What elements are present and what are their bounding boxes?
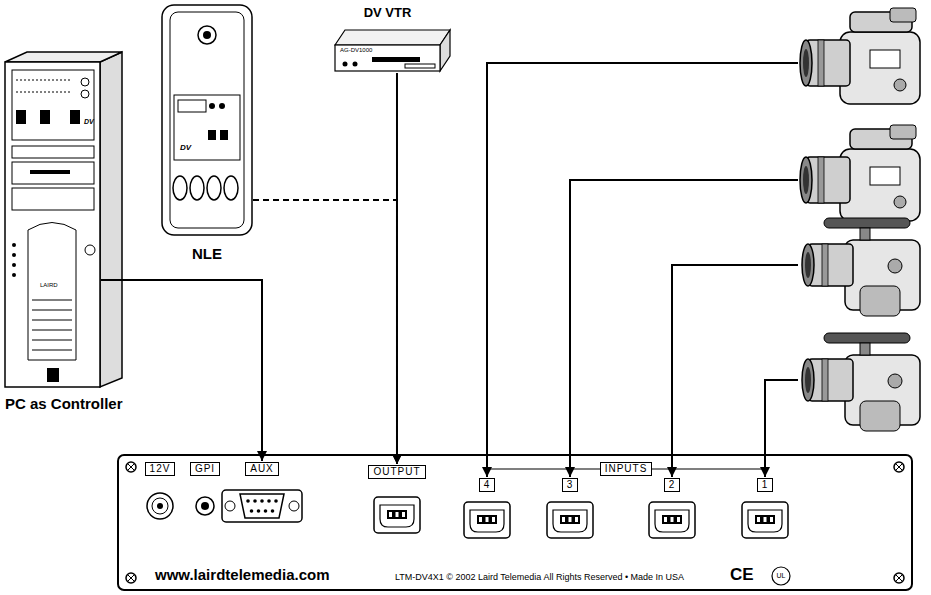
port-label: 2	[664, 478, 681, 492]
device-label: NLE	[192, 245, 222, 262]
port-name: 2	[669, 479, 676, 491]
camera-cable	[672, 265, 798, 477]
port-name: 12V	[150, 463, 171, 475]
switcher-panel: 12V GPI AUX OUTPUT 4 3 2 1 www.lairdtelemedia.co…	[118, 455, 912, 590]
camera-cable	[570, 180, 798, 477]
port-label: OUTPUT	[368, 465, 425, 479]
dv-logo: DV	[180, 144, 191, 153]
port-label: 1	[757, 478, 774, 492]
cable	[101, 280, 262, 461]
copyright-line: LTM-DV4X1 © 2002 Laird Telemedia All Rig…	[395, 572, 684, 582]
switcher-panel	[118, 455, 912, 590]
port-label: GPI	[190, 462, 220, 476]
port-name: 4	[484, 479, 491, 491]
camera-cable	[487, 63, 798, 477]
port-name: GPI	[195, 463, 215, 475]
port-name: OUTPUT	[373, 466, 420, 478]
dv-logo: DV	[84, 118, 94, 126]
port-name: 3	[567, 479, 574, 491]
port-label: 12V	[145, 462, 176, 476]
ce-mark: CE	[730, 566, 754, 585]
vtr-deck	[335, 30, 450, 71]
port-label: AUX	[245, 462, 279, 476]
brand-logo: LAIRD	[40, 282, 58, 289]
model-number: AG-DV1000	[340, 47, 372, 54]
pc-tower	[5, 52, 122, 387]
website-url: www.lairdtelemedia.com	[155, 566, 330, 583]
cable	[253, 200, 397, 464]
pc-tower: PC as Controller	[5, 62, 100, 387]
camera-cable	[765, 380, 798, 477]
port-label: 4	[479, 478, 496, 492]
port-label: 3	[562, 478, 579, 492]
device-label: PC as Controller	[5, 395, 123, 412]
nle-computer	[162, 5, 252, 235]
cable	[396, 73, 398, 464]
nle-computer: NLE	[162, 5, 252, 235]
device-label: DV VTR	[364, 6, 412, 21]
port-name: AUX	[250, 463, 274, 475]
vtr-deck: DV VTR AG-DV1000	[335, 6, 440, 72]
group-label: INPUTS	[600, 462, 653, 476]
ul-mark: UL	[777, 572, 786, 580]
port-name: 1	[762, 479, 769, 491]
